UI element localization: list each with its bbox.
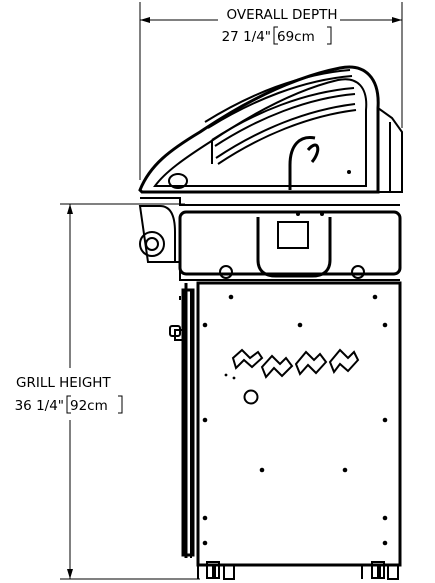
caster-rear-right-2 [387,564,399,580]
lid-vent-slot-2b [214,93,356,147]
cabinet-small-hole [232,376,236,380]
height-arrow-top [67,204,73,214]
cabinet-vent-3 [294,350,328,376]
lid-hinge-hook [306,143,320,163]
caster-right-front [351,265,365,279]
depth-arrow-right [392,17,402,23]
cabinet-bolt [228,294,234,300]
caster-left-front [219,265,233,279]
firebox-body [178,210,402,276]
lid-vent-slot-1b [207,75,353,129]
cabinet-bolt [202,417,208,423]
door-knob [169,325,181,337]
cabinet-bolt [297,322,303,328]
lid-inner-panel [153,78,368,187]
grill-lid [138,65,403,194]
height-bracket-close [118,395,123,414]
cabinet-vent-1 [231,348,264,370]
cabinet-vent-2 [260,354,294,379]
cabinet-bolt [342,467,348,473]
side-shelf [138,205,176,263]
depth-bracket-open [273,26,278,45]
height-bracket-open [66,395,71,414]
lid-vent-slot-1 [204,69,351,123]
height-value-inches: 36 1/4" [15,398,64,414]
depth-bracket-close [327,26,332,45]
cabinet-round-hole [243,389,259,405]
legs [197,561,399,580]
control-knob [139,231,165,257]
cabinet-body [196,281,402,567]
cabinet-small-hole [224,373,228,377]
cabinet-bolt [382,515,388,521]
height-dimension: GRILL HEIGHT 36 1/4" 92cm [15,203,200,580]
lid-vent-slot-3 [215,103,356,159]
tank-scale-window [277,221,309,249]
cabinet-bolt [202,322,208,328]
height-value-cm: 92cm [70,398,108,414]
cabinet [174,281,402,567]
firebox-top-edge [140,197,400,206]
lid-rear-bracket [377,107,403,193]
height-arrow-bottom [67,569,73,579]
caster-rear-left-2 [223,564,235,580]
lid-vent-slot-2 [211,87,355,141]
depth-value-inches: 27 1/4" [222,29,271,45]
tank-scale-frame [256,217,332,278]
lid-hinge-arm [288,135,316,190]
firebox-bolt-2 [320,212,324,216]
cabinet-bolt [382,322,388,328]
cabinet-bolt [372,294,378,300]
cabinet-bolt [382,417,388,423]
door-handle-bar [181,288,195,557]
depth-arrow-left [140,17,150,23]
depth-value-cm: 69cm [277,29,315,45]
cabinet-bolt [202,515,208,521]
temperature-gauge [168,173,188,189]
lid-outline [138,65,380,194]
caster-rear-right-wheel [377,566,381,578]
cabinet-bolt [382,540,388,546]
firebox [138,197,402,281]
firebox-bolt-1 [296,212,300,216]
door-handle [169,288,195,557]
lid-rivet [347,170,351,174]
caster-rear-left-wheel [212,566,216,578]
control-knob-center [145,237,159,251]
depth-label: OVERALL DEPTH [226,7,337,23]
cabinet-vent-4 [328,348,360,375]
cabinet-bolt [259,467,265,473]
height-label: GRILL HEIGHT [16,375,111,391]
lid-vent-slot-3b [217,109,357,165]
cabinet-bolt [202,540,208,546]
depth-dimension: OVERALL DEPTH 27 1/4" 69cm [139,2,403,180]
